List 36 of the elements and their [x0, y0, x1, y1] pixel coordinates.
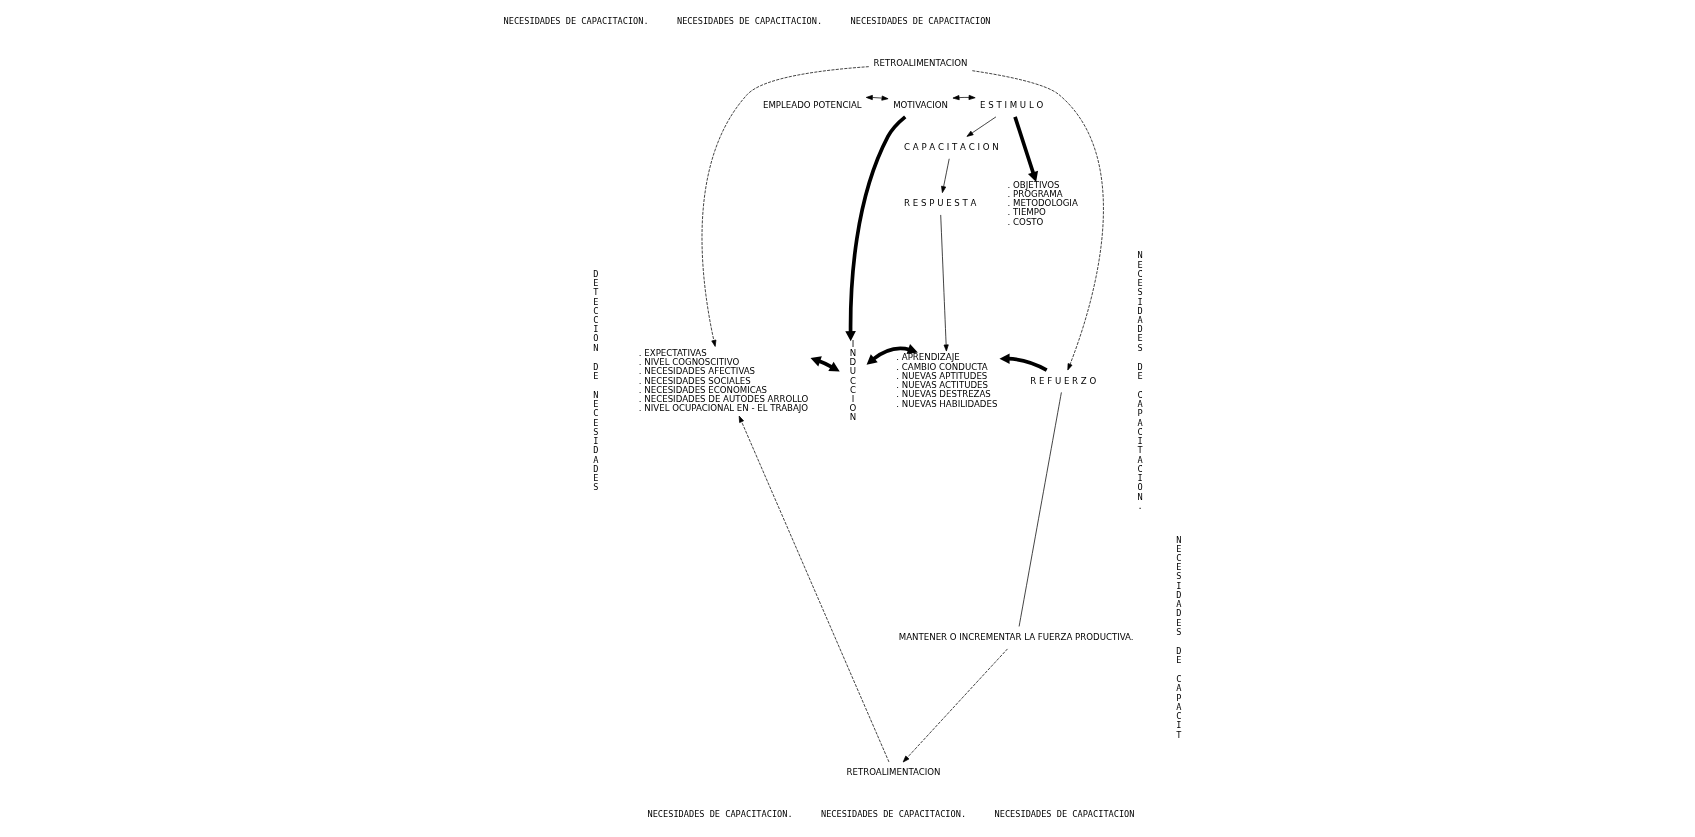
node-text: EMPLEADO POTENCIAL — [762, 99, 862, 110]
arrow — [939, 214, 949, 352]
label: NECESIDADES DE CAPACITACION — [994, 809, 1134, 820]
label: NECESIDADES DE CAPACITACION. — [820, 809, 966, 820]
arrow — [940, 158, 950, 193]
node-text: . OBJETIVOS . PROGRAMA . METODOLOGIA . TIEMPO . COSTO — [1007, 179, 1078, 227]
node-text: R E S P U E S T A — [903, 198, 976, 209]
label: NECESIDADES DE CAPACITACION — [850, 16, 991, 27]
label: NECESIDADES DE CAPACITACION. — [676, 16, 822, 27]
arrow — [998, 353, 1048, 372]
arrow — [1012, 116, 1038, 182]
arrow — [844, 115, 906, 342]
node-text: INDUCCION — [849, 338, 856, 423]
arrow — [701, 66, 869, 347]
node-text: RETROALIMENTACION — [873, 58, 968, 69]
node-text: MOTIVACION — [892, 99, 948, 110]
label: DETECCION DE NECESIDADES — [592, 268, 598, 493]
node-text: RETROALIMENTACION — [846, 767, 940, 778]
arrow — [971, 70, 1104, 371]
arrow — [952, 94, 976, 101]
node-text: R E F U E R Z O — [1029, 375, 1096, 386]
label: NECESIDADES DE CAPACITACION. — [646, 809, 793, 820]
arrow — [865, 95, 888, 101]
arrow — [902, 648, 1008, 763]
arrow — [866, 344, 918, 365]
label: NECESIDADES DE CAPACITACION. — [1137, 250, 1143, 511]
arrow — [738, 415, 889, 763]
node-text: C A P A C I T A C I O N — [903, 141, 999, 152]
node-text: MANTENER O INCREMENTAR LA FUERZA PRODUCTIVA. — [898, 632, 1134, 643]
node-text: . EXPECTATIVAS . NIVEL COGNOSCITIVO . NECESIDADES AFECTIVAS . NECESIDADES SOCIALES . NECESIDADES ECONOMICAS . NECESIDADES DE AUTODES ARROLLO . NIVEL OCUPACIONAL EN - EL TRABAJO — [638, 347, 808, 414]
node-text: . APRENDIZAJE . CAMBIO CONDUCTA . NUEVAS APTITUDES . NUEVAS ACTITUDES . NUEVAS DESTREZAS . NUEVAS HABILIDADES — [895, 352, 997, 409]
connector — [1018, 392, 1062, 627]
label: NECESIDADES DE CAPACITACION. — [503, 16, 649, 27]
label: NECESIDADES DE CAPACIT — [1175, 534, 1182, 740]
arrow — [966, 116, 996, 137]
node-text: E S T I M U L O — [979, 99, 1043, 110]
